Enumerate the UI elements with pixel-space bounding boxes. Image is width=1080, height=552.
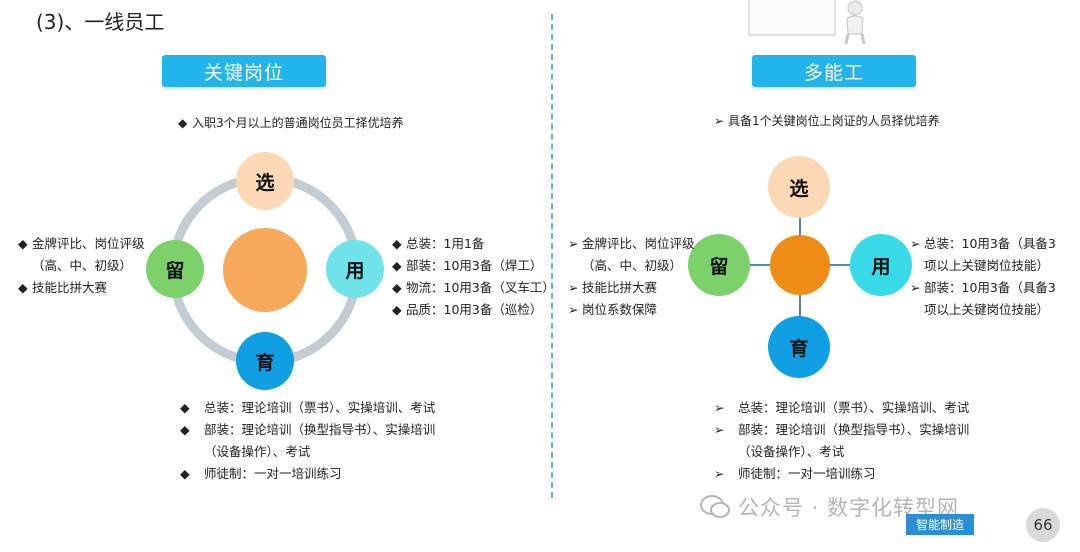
list-item: ◆部装：理论培训（换型指导书）、实操培训 — [180, 422, 436, 437]
center-circle — [770, 235, 830, 295]
circle-use: 用 — [850, 234, 912, 296]
left-train-list: ◆总装：理论培训（票书）、实操培训、考试 ◆部装：理论培训（换型指导书）、实操培… — [180, 397, 435, 485]
left-retain-list: ◆金牌评比、岗位评级 （高、中、初级） ◆技能比拼大赛 — [18, 233, 145, 299]
list-item: ◆技能比拼大赛 — [18, 280, 108, 295]
bullet-arrow-icon: ➢ — [714, 114, 725, 128]
list-item: ◆金牌评比、岗位评级 — [18, 236, 145, 251]
list-item: ➢技能比拼大赛 — [568, 280, 658, 295]
list-item: ➢部装：理论培训（换型指导书）、实操培训 — [714, 422, 970, 437]
right-subtitle: ➢具备1个关键岗位上岗证的人员择优培养 — [714, 114, 940, 128]
right-train-list: ➢总装：理论培训（票书）、实操培训、考试 ➢部装：理论培训（换型指导书）、实操培… — [714, 397, 969, 485]
left-use-list: ◆总装：1用1备 ◆部装：10用3备（焊工） ◆物流：10用3备（叉车工） ◆品… — [392, 233, 555, 321]
list-item: （高、中、初级） — [582, 258, 683, 273]
list-item: ◆物流：10用3备（叉车工） — [392, 280, 555, 295]
circle-use: 用 — [326, 240, 384, 298]
watermark-badge: 智能制造 — [906, 514, 975, 535]
page-title: (3)、一线员工 — [36, 10, 165, 34]
list-item: （高、中、初级） — [32, 258, 133, 273]
list-item: ➢金牌评比、岗位评级 — [568, 236, 695, 251]
left-header-pill: 关键岗位 — [162, 55, 326, 87]
list-item: ➢总装：理论培训（票书）、实操培训、考试 — [714, 400, 970, 415]
wechat-icon — [700, 495, 730, 518]
left-subtitle: ◆入职3个月以上的普通岗位员工择优培养 — [178, 116, 404, 130]
list-item: ➢部装：10用3备（具备3 — [910, 280, 1056, 295]
right-use-list: ➢总装：10用3备（具备3 项以上关键岗位技能） ➢部装：10用3备（具备3 项… — [910, 233, 1056, 321]
list-item: ◆部装：10用3备（焊工） — [392, 258, 543, 273]
list-item: ➢岗位系数保障 — [568, 302, 658, 317]
page-number: 66 — [1026, 508, 1060, 542]
circle-retain: 留 — [146, 240, 204, 298]
circle-select: 选 — [236, 152, 294, 210]
watermark: 公众号 · 数字化转型网 — [700, 492, 959, 522]
list-item: ◆品质：10用3备（巡检） — [392, 302, 543, 317]
circle-train: 育 — [236, 332, 294, 390]
list-item: ◆总装：1用1备 — [392, 236, 485, 251]
whiteboard-illustration — [748, 0, 836, 36]
circle-select: 选 — [768, 156, 830, 218]
list-item: （设备操作）、考试 — [204, 444, 311, 459]
bullet-diamond-icon: ◆ — [178, 116, 188, 130]
list-item: ➢总装：10用3备（具备3 — [910, 236, 1056, 251]
list-item: （设备操作）、考试 — [738, 444, 845, 459]
list-item: 项以上关键岗位技能） — [924, 258, 1050, 273]
person-figure-icon — [844, 0, 866, 44]
center-circle — [223, 228, 307, 312]
list-item: ◆总装：理论培训（票书）、实操培训、考试 — [180, 400, 436, 415]
list-item: 项以上关键岗位技能） — [924, 302, 1050, 317]
center-divider — [551, 14, 553, 498]
circle-train: 育 — [768, 316, 830, 378]
list-item: ◆师徒制：一对一培训练习 — [180, 466, 342, 481]
right-header-pill: 多能工 — [752, 55, 916, 87]
list-item: ➢师徒制：一对一培训练习 — [714, 466, 876, 481]
circle-retain: 留 — [688, 234, 750, 296]
right-retain-list: ➢金牌评比、岗位评级 （高、中、初级） ➢技能比拼大赛 ➢岗位系数保障 — [568, 233, 695, 321]
